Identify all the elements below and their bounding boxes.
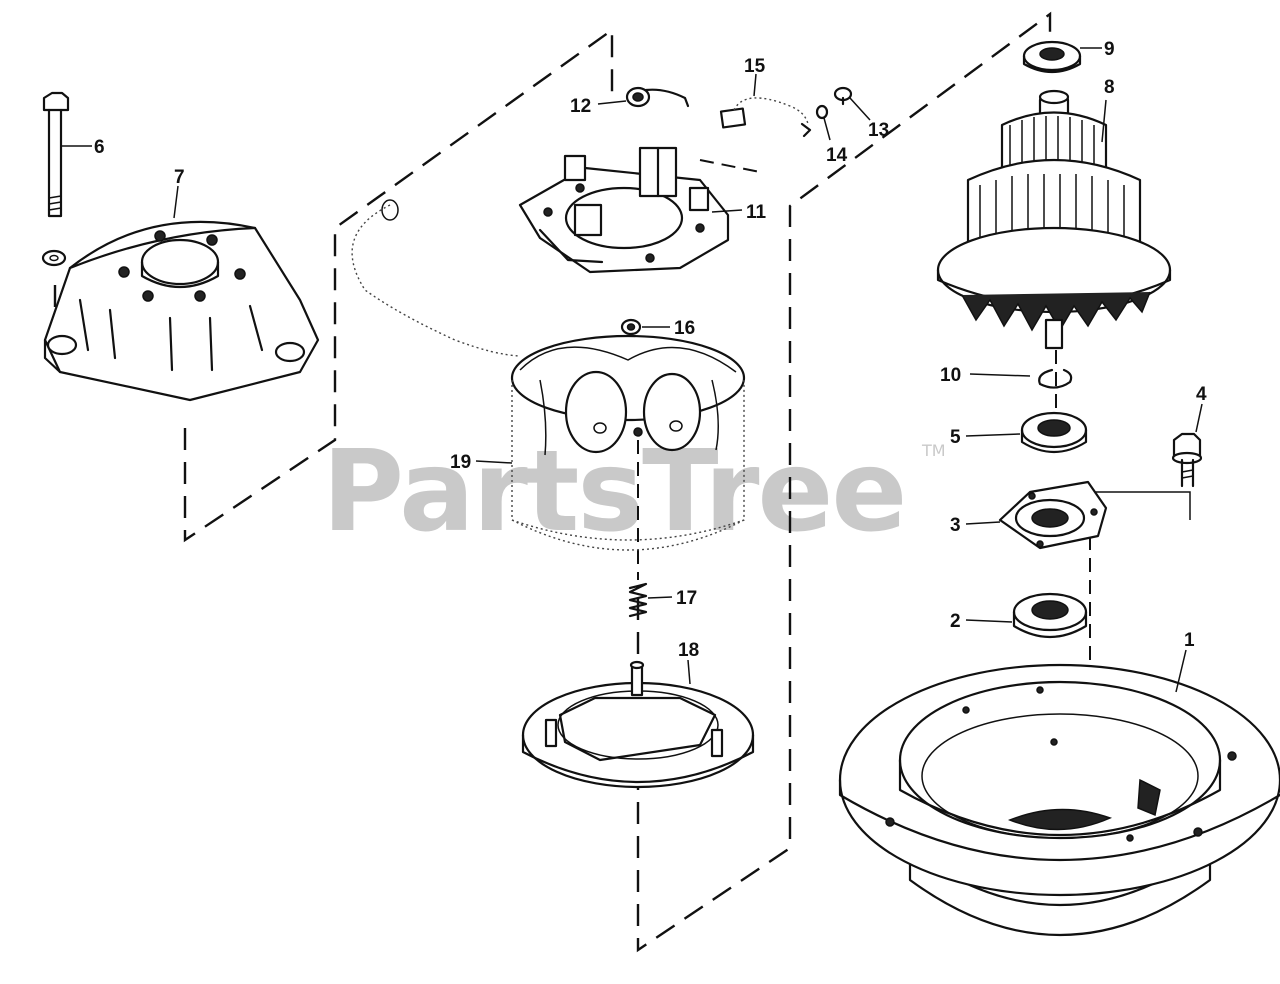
part-4-bolt <box>1171 432 1203 488</box>
label-part-8: 8 <box>1104 77 1115 98</box>
part-19-field-frame <box>351 199 746 551</box>
assembly-guide-lines <box>53 11 1191 953</box>
label-part-12: 12 <box>570 96 591 117</box>
label-part-17: 17 <box>676 588 697 609</box>
part-labels: 6 7 12 15 13 14 11 16 19 17 18 9 8 10 5 … <box>94 39 1207 661</box>
part-17-spring <box>628 582 648 618</box>
part-12-spring <box>625 86 690 108</box>
part-18-lower-plate <box>521 660 755 789</box>
label-part-15: 15 <box>744 56 766 77</box>
label-part-10: 10 <box>940 365 961 386</box>
part-1-housing <box>838 663 1280 936</box>
label-part-18: 18 <box>678 640 699 661</box>
label-part-3: 3 <box>950 515 961 536</box>
label-part-7: 7 <box>174 167 185 188</box>
label-part-2: 2 <box>950 611 961 632</box>
part-9-bearing <box>1022 40 1082 74</box>
label-part-9: 9 <box>1104 39 1115 60</box>
label-part-6: 6 <box>94 137 105 158</box>
label-part-4: 4 <box>1196 384 1207 405</box>
label-part-11: 11 <box>746 202 767 223</box>
part-5-seal <box>1020 411 1088 453</box>
part-2-bearing <box>1012 592 1088 638</box>
part-15-brush-lead <box>719 97 812 138</box>
part-7-end-cover <box>43 220 320 402</box>
label-part-19: 19 <box>450 452 471 473</box>
watermark-trademark: TM <box>921 441 946 460</box>
part-3-flange <box>998 480 1108 550</box>
watermark-text: PartsTree <box>322 427 905 557</box>
part-8-armature <box>936 89 1172 350</box>
label-part-14: 14 <box>826 145 848 166</box>
label-part-5: 5 <box>950 427 961 448</box>
part-16-retaining-ring <box>620 318 642 336</box>
part-11-brush-holder <box>518 146 730 274</box>
label-part-13: 13 <box>868 120 889 141</box>
part-6-bolt <box>41 91 70 267</box>
part-10-snap-ring <box>1038 368 1073 389</box>
label-part-16: 16 <box>674 318 695 339</box>
label-part-1: 1 <box>1184 630 1195 651</box>
part-13-14-screw-washer <box>815 86 853 120</box>
watermark: PartsTree TM <box>322 427 946 557</box>
leader-lines <box>62 47 1203 693</box>
